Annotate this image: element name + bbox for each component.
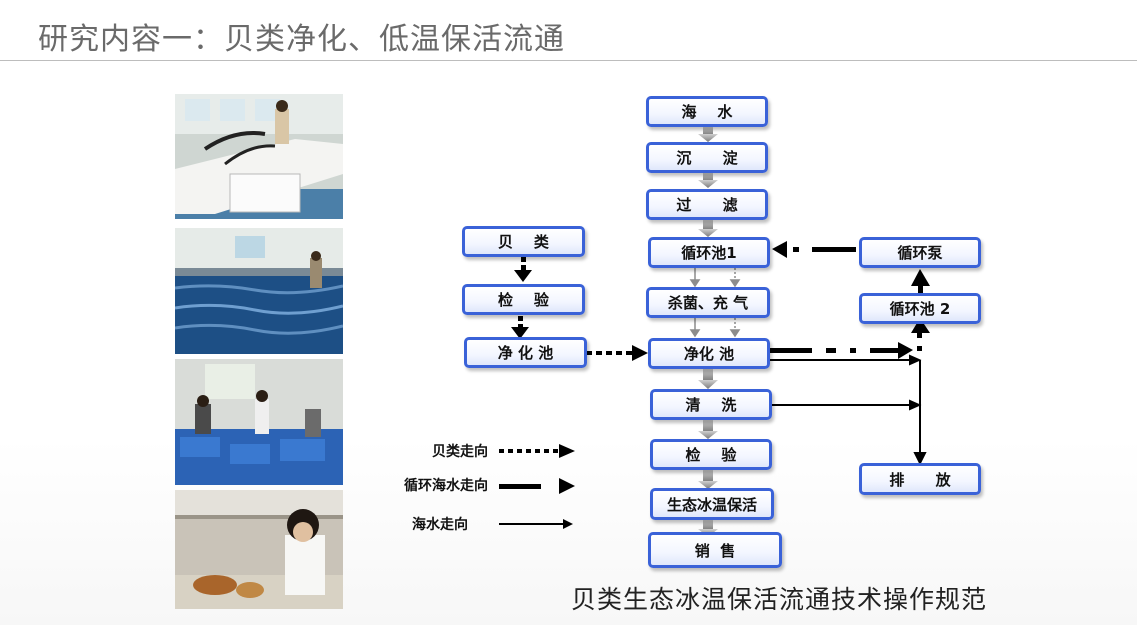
node-inspection-2: 检 验 — [650, 439, 772, 470]
thick-arrow-pump-to-circ1 — [772, 241, 856, 258]
gray-arrow-inspect-preserve — [698, 470, 718, 489]
node-circulation-pool-2: 循环池 2 — [859, 293, 981, 324]
thin-arrow-down-to-discharge — [913, 360, 927, 466]
legend-thick-line — [499, 478, 575, 494]
gray-arrow-wash-inspect — [698, 420, 718, 439]
dotted-arrow-inspect-purify — [511, 316, 529, 339]
legend-dotted-line — [499, 444, 575, 458]
node-inspection-1: 检 验 — [462, 284, 585, 315]
node-purification-pool-left: 净 化 池 — [464, 337, 587, 368]
dashdot-arrow-purify-to-circ2 — [770, 318, 930, 359]
photo-lab-inspection — [175, 490, 343, 609]
photo-sorting-baskets — [175, 359, 343, 485]
node-purification-pool: 净化 池 — [648, 338, 770, 369]
page-title: 研究内容一：贝类净化、低温保活流通 — [38, 22, 565, 57]
node-cold-preservation: 生态冰温保活 — [650, 488, 774, 520]
gray-arrow-settle-filter — [698, 173, 718, 188]
dotted-arrow-left-pool-to-purify — [586, 345, 648, 361]
node-settle: 沉 淀 — [646, 142, 768, 173]
node-wash: 清 洗 — [650, 389, 772, 420]
legend-label-recirculation: 循环海水走向 — [404, 478, 488, 494]
node-sterilize-aerate: 杀菌、充 气 — [646, 287, 770, 318]
node-filter: 过 滤 — [646, 189, 768, 220]
photo-purification-pool — [175, 228, 343, 354]
legend-label-shellfish: 贝类走向 — [432, 444, 488, 460]
node-sales: 销 售 — [648, 532, 782, 568]
node-seawater: 海 水 — [646, 96, 768, 127]
diagram-caption: 贝类生态冰温保活流通技术操作规范 — [571, 585, 988, 614]
legend-thin-line — [499, 519, 573, 529]
node-circulation-pool-1: 循环池1 — [648, 237, 770, 268]
node-circulation-pump: 循环泵 — [859, 237, 981, 268]
gray-lines-circ1-sterilize — [689, 268, 741, 288]
title-divider — [0, 60, 1137, 61]
gray-lines-sterilize-purify — [689, 318, 741, 338]
photo-tank-room — [175, 94, 343, 219]
node-shellfish: 贝 类 — [462, 226, 585, 257]
thick-arrow-circ2-to-pump — [911, 269, 930, 294]
gray-arrow-filter-circ1 — [698, 220, 718, 237]
gray-arrow-purify-wash — [698, 369, 718, 389]
legend-label-seawater: 海水走向 — [412, 517, 468, 533]
thin-arrow-purify-to-drain — [770, 354, 922, 366]
node-discharge: 排 放 — [859, 463, 981, 495]
dotted-arrow-shellfish-inspect — [514, 257, 532, 282]
thin-arrow-wash-to-drain — [772, 399, 922, 411]
gray-arrow-seawater-settle — [698, 127, 718, 142]
